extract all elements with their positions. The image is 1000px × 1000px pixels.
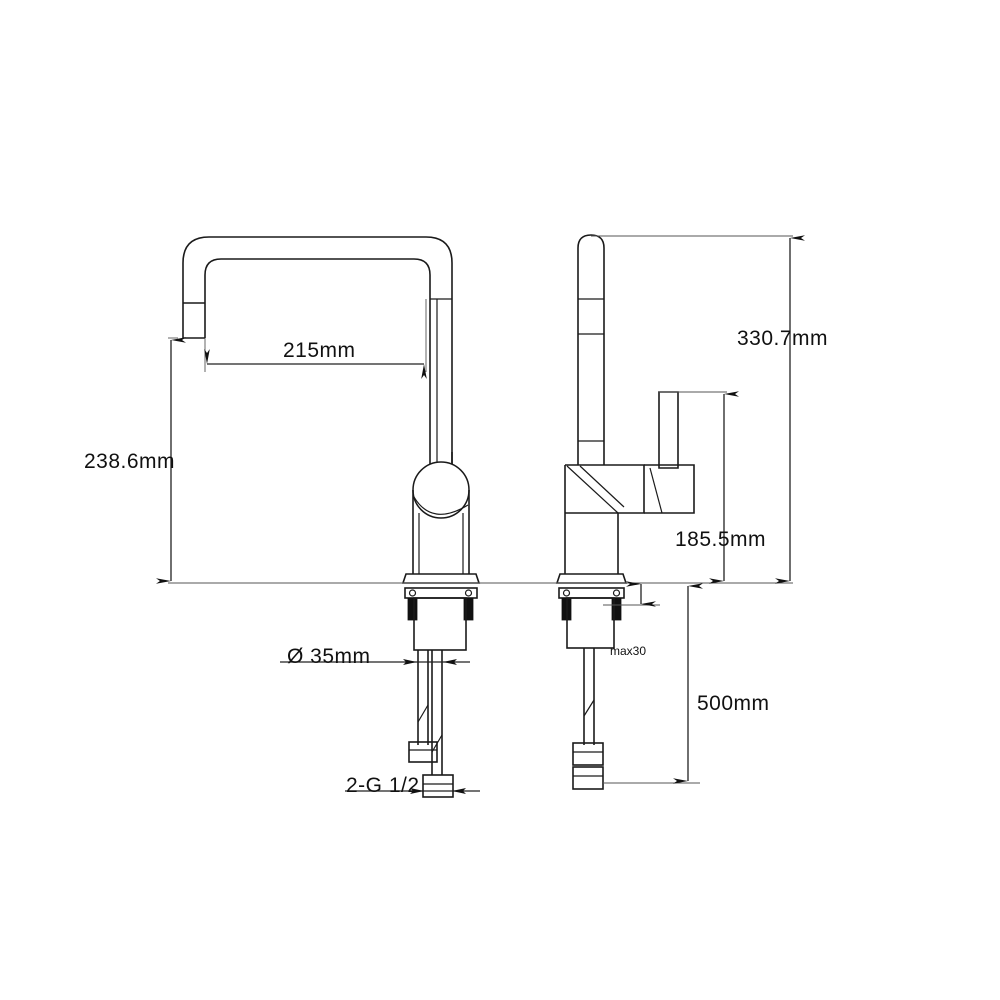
tube-break-left [417, 704, 429, 723]
base-flange [401, 573, 481, 584]
side-mounting-washer-plate [558, 587, 625, 599]
handle-height-label: 185.5mm [675, 528, 766, 551]
dimension-thread-size: 2-G 1/2 [345, 774, 480, 797]
thread-size-arrow-left [410, 788, 424, 794]
thread-size-label: 2-G 1/2 [346, 774, 420, 797]
dimension-spout-height: 238.6mm [84, 337, 186, 584]
hole-diameter-label: Ø 35mm [287, 645, 371, 668]
spout-outer-profile [182, 236, 453, 470]
hose-nut-left [408, 741, 438, 763]
max-thickness-label: max30 [610, 644, 646, 658]
side-bolt-head-left [562, 589, 571, 597]
side-view-faucet [555, 234, 695, 790]
shank-body [413, 597, 467, 651]
side-spout-column [577, 234, 605, 465]
dimension-hole-diameter: Ø 35mm [280, 645, 470, 668]
hose-nut-right [422, 774, 454, 798]
dimension-handle-height: 185.5mm [659, 391, 766, 584]
hole-diameter-arrow-right [443, 659, 457, 665]
dimension-hose-length: 500mm [603, 583, 770, 784]
spout-height-label: 238.6mm [84, 450, 175, 473]
side-tube-break [583, 699, 595, 717]
mounting-bolt-right [463, 597, 474, 621]
side-body-bevel-b [579, 465, 625, 508]
front-view-faucet [182, 236, 481, 798]
overall-height-label: 330.7mm [737, 327, 828, 350]
bolt-head-right [464, 589, 473, 597]
pivot-arc-detail [413, 496, 469, 515]
spout-inner-profile [204, 258, 431, 452]
side-body-bevel-a [566, 465, 619, 514]
side-handle-base-block [644, 464, 695, 514]
thread-size-arrow-right [452, 788, 466, 794]
side-handle-bevel [649, 467, 663, 514]
side-shank-body [566, 597, 615, 649]
side-base-flange [555, 573, 628, 584]
side-handle-lever [658, 391, 679, 469]
dimension-spout-reach: 215mm [204, 299, 427, 379]
dimension-overall-height: 330.7mm [737, 235, 828, 584]
bolt-head-left [408, 589, 417, 597]
dimension-max-thickness: max30 [603, 581, 660, 658]
side-mounting-bolt-right [611, 597, 622, 621]
side-hose-nut-lower [572, 766, 604, 790]
side-body-top [565, 464, 645, 514]
side-hose-nut-upper [572, 742, 604, 766]
spout-reach-label: 215mm [283, 339, 356, 362]
hose-length-label: 500mm [697, 692, 770, 715]
side-bolt-head-right [612, 589, 621, 597]
mounting-bolt-left [407, 597, 418, 621]
hole-diameter-arrow-left [403, 659, 417, 665]
